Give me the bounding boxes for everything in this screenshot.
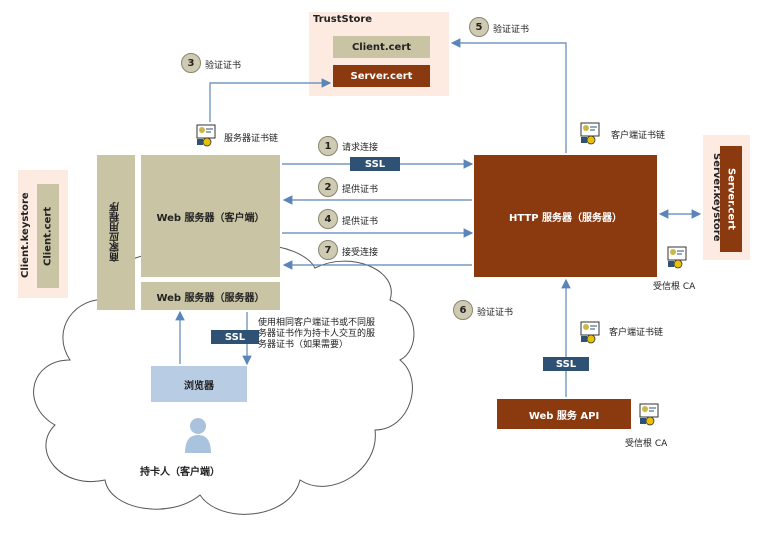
step-1-number: 1 [318,136,338,156]
ssl-badge-api: SSL [543,357,589,371]
step-5-label: 验证证书 [493,25,530,35]
certificate-icon-trusted-root-right [667,246,687,269]
person-icon [185,418,211,453]
trusted-root-ca-right-label: 受信根 CA [653,282,696,292]
step-5-number: 5 [469,17,489,37]
server-keystore-cert: Server.cert [720,146,742,252]
step-7-label: 接受连接 [342,248,379,258]
client-cert-chain-top-label: 客户端证书链 [611,131,666,141]
step-7-number: 7 [318,240,338,260]
cardholder-label: 持卡人（客户端） [140,467,220,478]
step-6-label: 验证证书 [477,308,514,318]
truststore-client-cert: Client.cert [333,36,430,58]
step-2-label: 提供证书 [342,185,379,195]
certificate-icon-trusted-root-bottom [639,403,659,426]
http-server: HTTP 服务器（服务器） [474,155,657,277]
web-server-server: Web 服务器（服务器） [141,280,280,310]
server-keystore-title: Server.keystore [711,153,722,242]
server-cert-chain-label: 服务器证书链 [224,134,279,144]
step-4-label: 提供证书 [342,217,379,227]
certificate-icon-client-chain-bottom [580,321,600,344]
browser: 浏览器 [151,366,247,402]
step-2-number: 2 [318,177,338,197]
cert-note: 使用相同客户端证书或不同服务器证书作为持卡人交互的服务器证书（如果需要） [258,318,376,350]
trusted-root-ca-bottom-label: 受信根 CA [625,439,668,449]
step-1-label: 请求连接 [342,143,379,153]
certificate-icon-client-chain-top [580,122,600,145]
web-server-client: Web 服务器（客户端） [141,155,280,277]
truststore-title: TrustStore [313,14,373,25]
certificate-icon-server-chain [196,124,216,147]
web-service-api: Web 服务 API [497,399,631,429]
ssl-badge-browser: SSL [211,330,259,344]
step-3-label: 验证证书 [205,61,242,71]
step-6-number: 6 [453,300,473,320]
client-cert-chain-bottom-label: 客户端证书链 [609,328,664,338]
ssl-badge-top: SSL [350,157,400,171]
step-3-number: 3 [181,53,201,73]
truststore-server-cert: Server.cert [333,65,430,87]
step-4-number: 4 [318,209,338,229]
